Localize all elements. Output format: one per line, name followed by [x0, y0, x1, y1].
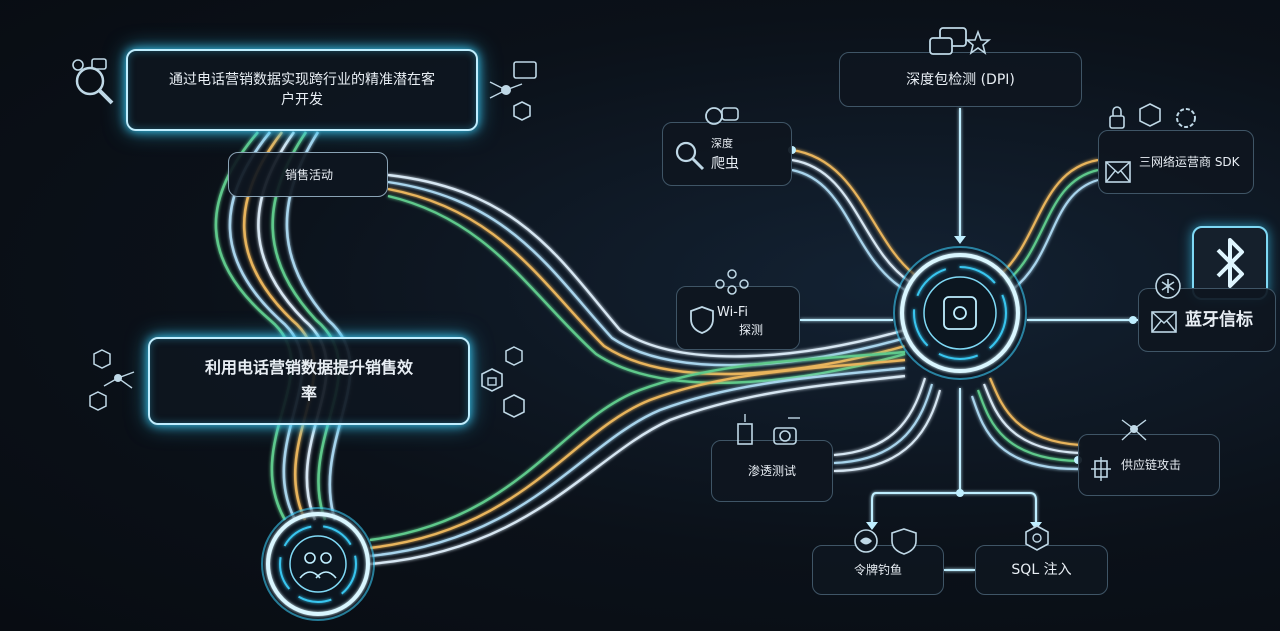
supply-wires	[970, 377, 1081, 471]
crawler-wires	[791, 148, 916, 291]
lock-gear-icon	[1109, 103, 1196, 129]
pentest-wires	[833, 377, 942, 473]
lead-generation-text: 通过电话营销数据实现跨行业的精准潜在客户开发	[169, 72, 435, 108]
carrier-sdk-card: 三网络运营商 SDK	[1098, 130, 1254, 194]
sales-efficiency-text: 利用电话营销数据提升销售效率	[204, 358, 413, 403]
hub-to-hub-wires	[369, 350, 906, 566]
token-phishing-card: 令牌钓鱼	[812, 545, 944, 595]
dpi-card: 深度包检测 (DPI)	[839, 52, 1082, 107]
straight-connectors	[800, 108, 1138, 571]
shield-icon	[481, 346, 525, 418]
bluetooth-beacon-card: 蓝牙信标	[1138, 288, 1276, 352]
people-hub	[261, 507, 375, 621]
deep-crawler-line2: 爬虫	[711, 156, 739, 172]
shield-icon	[690, 306, 714, 334]
magnifier-icon	[675, 141, 705, 171]
supply-chain-text: 供应链攻击	[1121, 458, 1182, 472]
chat-star-icon	[929, 27, 992, 55]
sdk-wires	[999, 158, 1099, 291]
pentest-card: 渗透测试	[711, 440, 833, 502]
wifi-line1: Wi-Fi	[717, 305, 749, 320]
mail-icon	[1151, 311, 1177, 333]
sales-activity-tag: 销售活动	[228, 152, 388, 197]
sales-efficiency-card: 利用电话营销数据提升销售效率	[148, 337, 470, 425]
wifi-probe-card: Wi-Fi 探测	[676, 286, 800, 350]
hex-group-icon	[89, 349, 135, 411]
plug-icon	[1091, 457, 1111, 481]
lead-generation-card: 通过电话营销数据实现跨行业的精准潜在客户开发	[126, 49, 478, 131]
bluetooth-icon	[1216, 238, 1244, 288]
wifi-line2: 探测	[739, 323, 764, 337]
gear-chat-icon	[705, 107, 739, 125]
sql-injection-card: SQL 注入	[975, 545, 1108, 595]
asterisk-icon	[1155, 273, 1181, 299]
bluetooth-beacon-text: 蓝牙信标	[1185, 310, 1253, 330]
pentest-text: 渗透测试	[748, 464, 797, 478]
network-node-icon	[489, 61, 537, 121]
supply-chain-card: 供应链攻击	[1078, 434, 1220, 496]
carrier-sdk-text: 三网络运营商 SDK	[1139, 155, 1240, 169]
hex-bug-icon	[1025, 525, 1049, 551]
sales-activity-text: 销售活动	[285, 167, 334, 182]
fish-shield-icon	[854, 528, 917, 555]
deep-crawler-card: 深度 爬虫	[662, 122, 792, 186]
token-phishing-text: 令牌钓鱼	[853, 563, 902, 577]
bug-camera-icon	[737, 414, 800, 445]
node-cluster-icon	[1121, 419, 1147, 441]
mail-icon	[1105, 161, 1131, 183]
deep-crawler-line1: 深度	[711, 137, 733, 150]
sql-injection-text: SQL 注入	[1011, 562, 1072, 578]
central-hub	[893, 246, 1027, 380]
dpi-text: 深度包检测 (DPI)	[906, 71, 1015, 88]
people-network-icon	[715, 269, 749, 295]
magnifier-gear-icon	[72, 58, 114, 105]
